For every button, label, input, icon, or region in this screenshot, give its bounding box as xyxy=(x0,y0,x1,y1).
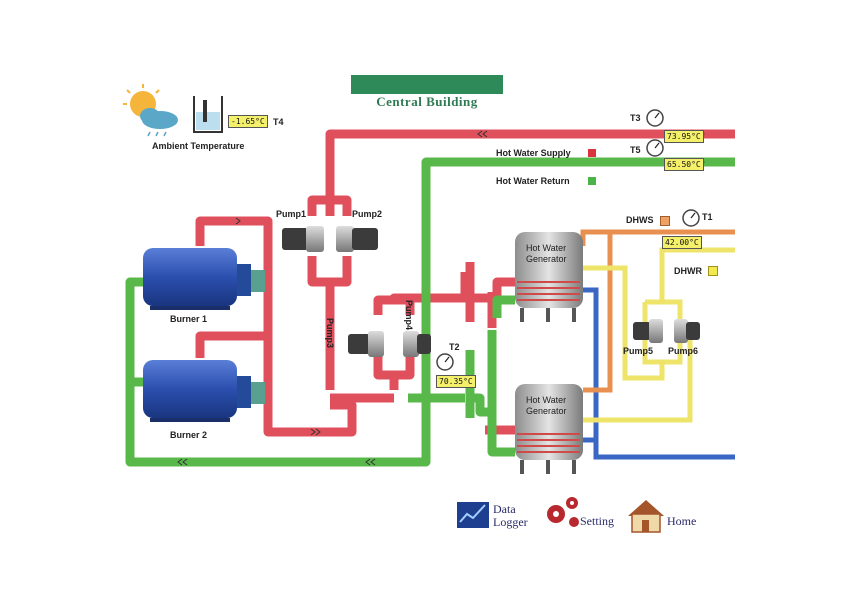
home-icon[interactable] xyxy=(628,500,664,533)
data-logger-label-1[interactable]: Data xyxy=(493,502,516,516)
t2-readout: 70.35°C xyxy=(436,375,476,388)
legend-dhws-swatch xyxy=(660,216,670,226)
t4-label: T4 xyxy=(273,117,284,127)
generator-1-label-line2: Generator xyxy=(526,254,567,264)
setting-button-label[interactable]: Setting xyxy=(580,514,615,528)
t4-readout: -1.65°C xyxy=(228,115,268,128)
burner-2-label: Burner 2 xyxy=(170,430,208,440)
legend-dhws-label: DHWS xyxy=(626,215,654,225)
t3-gauge-icon xyxy=(646,109,664,127)
setting-gears-icon[interactable] xyxy=(547,497,579,527)
burner-2[interactable] xyxy=(143,360,265,422)
pump2[interactable] xyxy=(336,226,378,252)
hot-water-generator-2[interactable] xyxy=(515,384,583,474)
legend-supply-label: Hot Water Supply xyxy=(496,148,571,158)
generator-2-label-line1: Hot Water xyxy=(526,395,567,405)
generator-1-label-line1: Hot Water xyxy=(526,243,567,253)
legend-supply-swatch xyxy=(588,149,596,157)
pump1-label: Pump1 xyxy=(276,209,307,219)
pump3[interactable] xyxy=(348,331,384,357)
t3-readout: 73.95°C xyxy=(664,130,704,143)
legend-return-label: Hot Water Return xyxy=(496,176,570,186)
ambient-label: Ambient Temperature xyxy=(152,141,245,151)
data-logger-label-2[interactable]: Logger xyxy=(493,515,528,529)
pump5-label: Pump5 xyxy=(623,346,654,356)
sun-cloud-icon xyxy=(123,84,178,137)
dhws-pipes xyxy=(580,229,735,393)
pump4[interactable] xyxy=(403,331,431,357)
cold-water-pipes xyxy=(580,287,735,460)
hot-water-generator-1[interactable] xyxy=(515,232,583,322)
t5-gauge-icon xyxy=(646,139,664,157)
t5-readout: 65.50°C xyxy=(664,158,704,171)
pump1[interactable] xyxy=(282,226,324,252)
generator-2-label-line2: Generator xyxy=(526,406,567,416)
t1-label: T1 xyxy=(702,212,713,222)
thermometer-icon xyxy=(193,96,223,133)
burner-1[interactable] xyxy=(143,248,265,310)
dhwr-pipes xyxy=(580,247,735,423)
pump5[interactable] xyxy=(633,319,663,343)
data-logger-icon[interactable] xyxy=(457,502,489,528)
legend-dhwr-label: DHWR xyxy=(674,266,702,276)
legend-dhwr-swatch xyxy=(708,266,718,276)
home-button-label[interactable]: Home xyxy=(667,514,697,528)
pump6[interactable] xyxy=(674,319,700,343)
pump2-label: Pump2 xyxy=(352,209,383,219)
pump3-label: Pump3 xyxy=(325,318,335,349)
t1-gauge-icon xyxy=(682,209,700,227)
page-title: Central Building xyxy=(376,94,478,109)
t2-label: T2 xyxy=(449,342,460,352)
t5-label: T5 xyxy=(630,145,641,155)
t1-readout: 42.00°C xyxy=(662,236,702,249)
t2-gauge-icon xyxy=(436,353,454,371)
pump4-label: Pump4 xyxy=(404,300,414,331)
return-pipes xyxy=(125,157,735,467)
title-banner xyxy=(351,75,503,94)
supply-pipes xyxy=(195,129,735,437)
pump6-label: Pump6 xyxy=(668,346,699,356)
burner-1-label: Burner 1 xyxy=(170,314,208,324)
t3-label: T3 xyxy=(630,113,641,123)
legend-return-swatch xyxy=(588,177,596,185)
